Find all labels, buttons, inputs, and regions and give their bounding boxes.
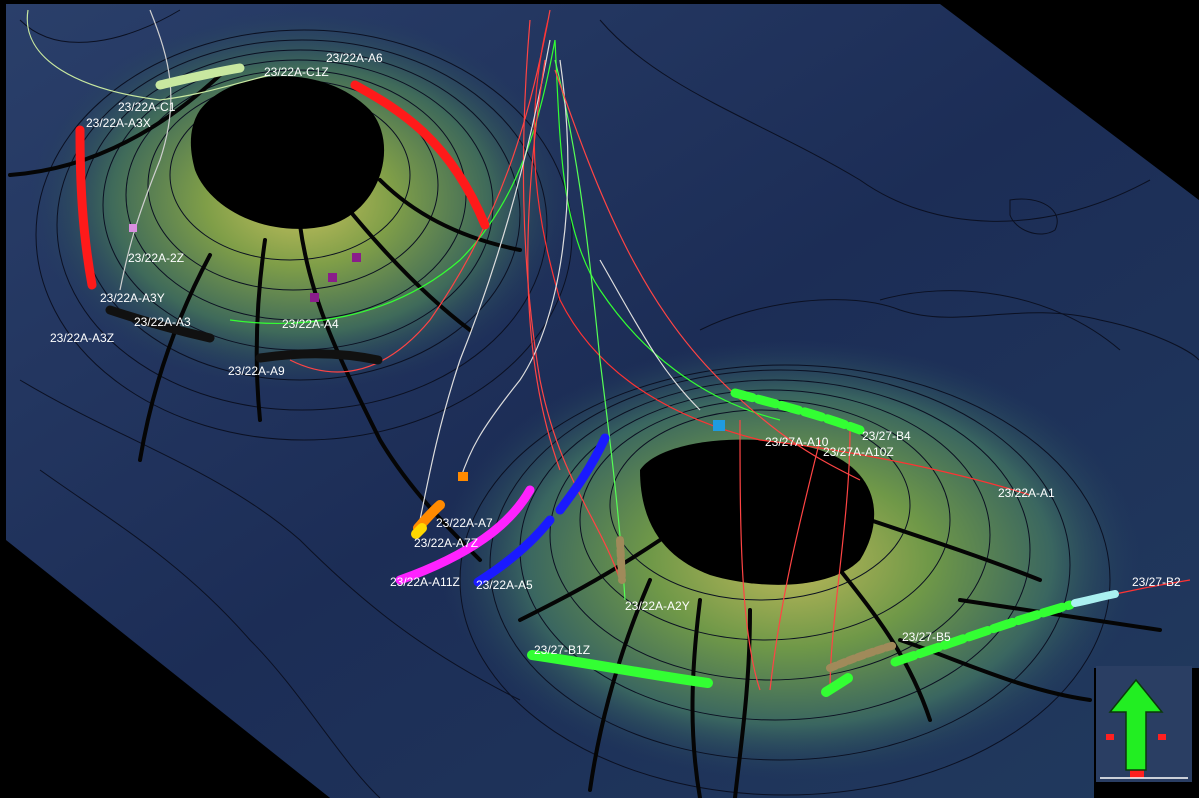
- out-of-area-top-right: [940, 0, 1199, 200]
- north-arrow-icon: [1096, 666, 1192, 782]
- well-label-a9: 23/22A-A9: [228, 364, 285, 378]
- well-label-a4: 23/22A-A4: [282, 317, 339, 331]
- north-arrow-widget[interactable]: [1096, 666, 1192, 782]
- contours-basin: [19, 9, 1199, 798]
- faults: [8, 73, 1162, 798]
- well-label-a11z: 23/22A-A11Z: [390, 575, 460, 589]
- out-of-area: [0, 540, 330, 798]
- well-label-a3x: 23/22A-A3X: [86, 116, 151, 130]
- well-label-b1z: 23/27-B1Z: [534, 643, 590, 657]
- well-label-a7: 23/22A-A7: [436, 516, 493, 530]
- well-label-b4: 23/27-B4: [862, 429, 911, 443]
- well-labels: 23/22A-A6 23/22A-C1Z 23/22A-C1 23/22A-A3…: [50, 51, 1181, 657]
- well-label-a3y: 23/22A-A3Y: [100, 291, 165, 305]
- well-label-b2: 23/27-B2: [1132, 575, 1181, 589]
- well-label-a1: 23/22A-A1: [998, 486, 1055, 500]
- well-label-a2y: 23/22A-A2Y: [625, 599, 690, 613]
- well-label-a5: 23/22A-A5: [476, 578, 533, 592]
- well-markers: [129, 224, 725, 481]
- well-label-a3z: 23/22A-A3Z: [50, 331, 114, 345]
- crater-south: [640, 439, 875, 585]
- well-label-a3: 23/22A-A3: [134, 315, 191, 329]
- well-label-2z: 23/22A-2Z: [128, 251, 184, 265]
- well-trajectories: [26, 9, 1191, 691]
- crater-north: [190, 76, 385, 229]
- well-label-a10z: 23/27A-A10Z: [823, 445, 894, 459]
- well-label-a10: 23/27A-A10: [765, 435, 829, 449]
- well-label-c1: 23/22A-C1: [118, 100, 176, 114]
- well-label-a7z: 23/22A-A7Z: [414, 536, 478, 550]
- well-label-a6: 23/22A-A6: [326, 51, 383, 65]
- well-segments: [75, 63, 1119, 697]
- well-label-b5: 23/27-B5: [902, 630, 951, 644]
- well-label-c1z: 23/22A-C1Z: [264, 65, 329, 79]
